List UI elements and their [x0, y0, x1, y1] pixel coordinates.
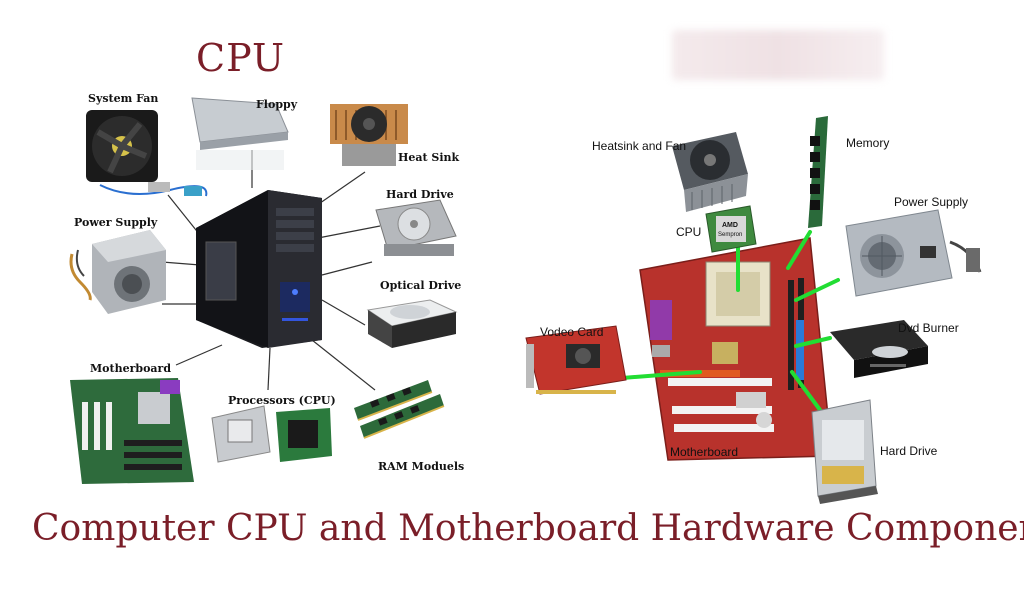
label-floppy: Floppy — [256, 98, 298, 111]
connector-video-card — [620, 370, 702, 380]
label-power-supply-right: Power Supply — [894, 195, 969, 209]
label-hard-drive-right: Hard Drive — [880, 444, 938, 458]
label-motherboard-left: Motherboard — [90, 362, 172, 375]
power-supply-right — [845, 209, 982, 297]
connector-power-supply — [161, 261, 201, 266]
optical-drive — [366, 299, 458, 348]
processors — [211, 405, 332, 463]
connector-processors — [267, 347, 271, 391]
label-video-card: Vodeo Card — [540, 325, 604, 339]
main-title: Computer CPU and Motherboard Hardware Co… — [32, 508, 1024, 549]
hard-drive-left — [375, 199, 457, 256]
connector-motherboard — [175, 344, 223, 366]
power-supply-left — [69, 230, 166, 314]
computer-tower — [196, 190, 322, 348]
floppy-drive — [191, 97, 289, 170]
cpu-chip-model: Sempron — [718, 232, 742, 238]
connector-optical-low — [321, 299, 366, 326]
cpu-chip — [705, 205, 757, 253]
system-fan — [86, 110, 208, 197]
heat-sink — [330, 104, 408, 166]
label-processors: Processors (CPU) — [228, 394, 336, 407]
label-memory: Memory — [846, 136, 890, 150]
connector-hard-drive — [317, 225, 381, 239]
connector-system-fan — [167, 194, 201, 236]
ram-modules — [354, 380, 445, 439]
heatsink-and-fan — [672, 132, 748, 212]
video-card — [525, 325, 627, 395]
connector-ram — [311, 339, 376, 391]
label-cpu-right: CPU — [676, 225, 702, 239]
label-dvd-burner: Dvd Burner — [898, 321, 959, 335]
memory-stick — [808, 116, 828, 228]
label-hard-drive-left: Hard Drive — [386, 188, 454, 201]
connector-power-supply — [794, 278, 840, 302]
connector-memory — [786, 230, 812, 270]
blurred-watermark — [672, 30, 884, 80]
label-ram-modules: RAM Moduels — [378, 460, 465, 473]
hard-drive-right — [811, 399, 878, 504]
connector-optical-drive — [321, 261, 373, 276]
cpu-chip-brand: AMD — [722, 222, 738, 229]
dvd-burner — [830, 320, 928, 378]
label-optical-drive: Optical Drive — [380, 279, 462, 292]
connector-dvd-burner — [794, 336, 832, 348]
label-system-fan: System Fan — [88, 92, 159, 105]
label-heatsink-and-fan: Heatsink and Fan — [592, 139, 687, 153]
label-power-supply-left: Power Supply — [74, 216, 158, 229]
cpu-heading: CPU — [196, 36, 286, 80]
label-motherboard-right: Motherboard — [670, 445, 739, 459]
label-heat-sink: Heat Sink — [398, 151, 460, 164]
motherboard-right — [639, 237, 833, 461]
motherboard-left — [70, 378, 194, 484]
